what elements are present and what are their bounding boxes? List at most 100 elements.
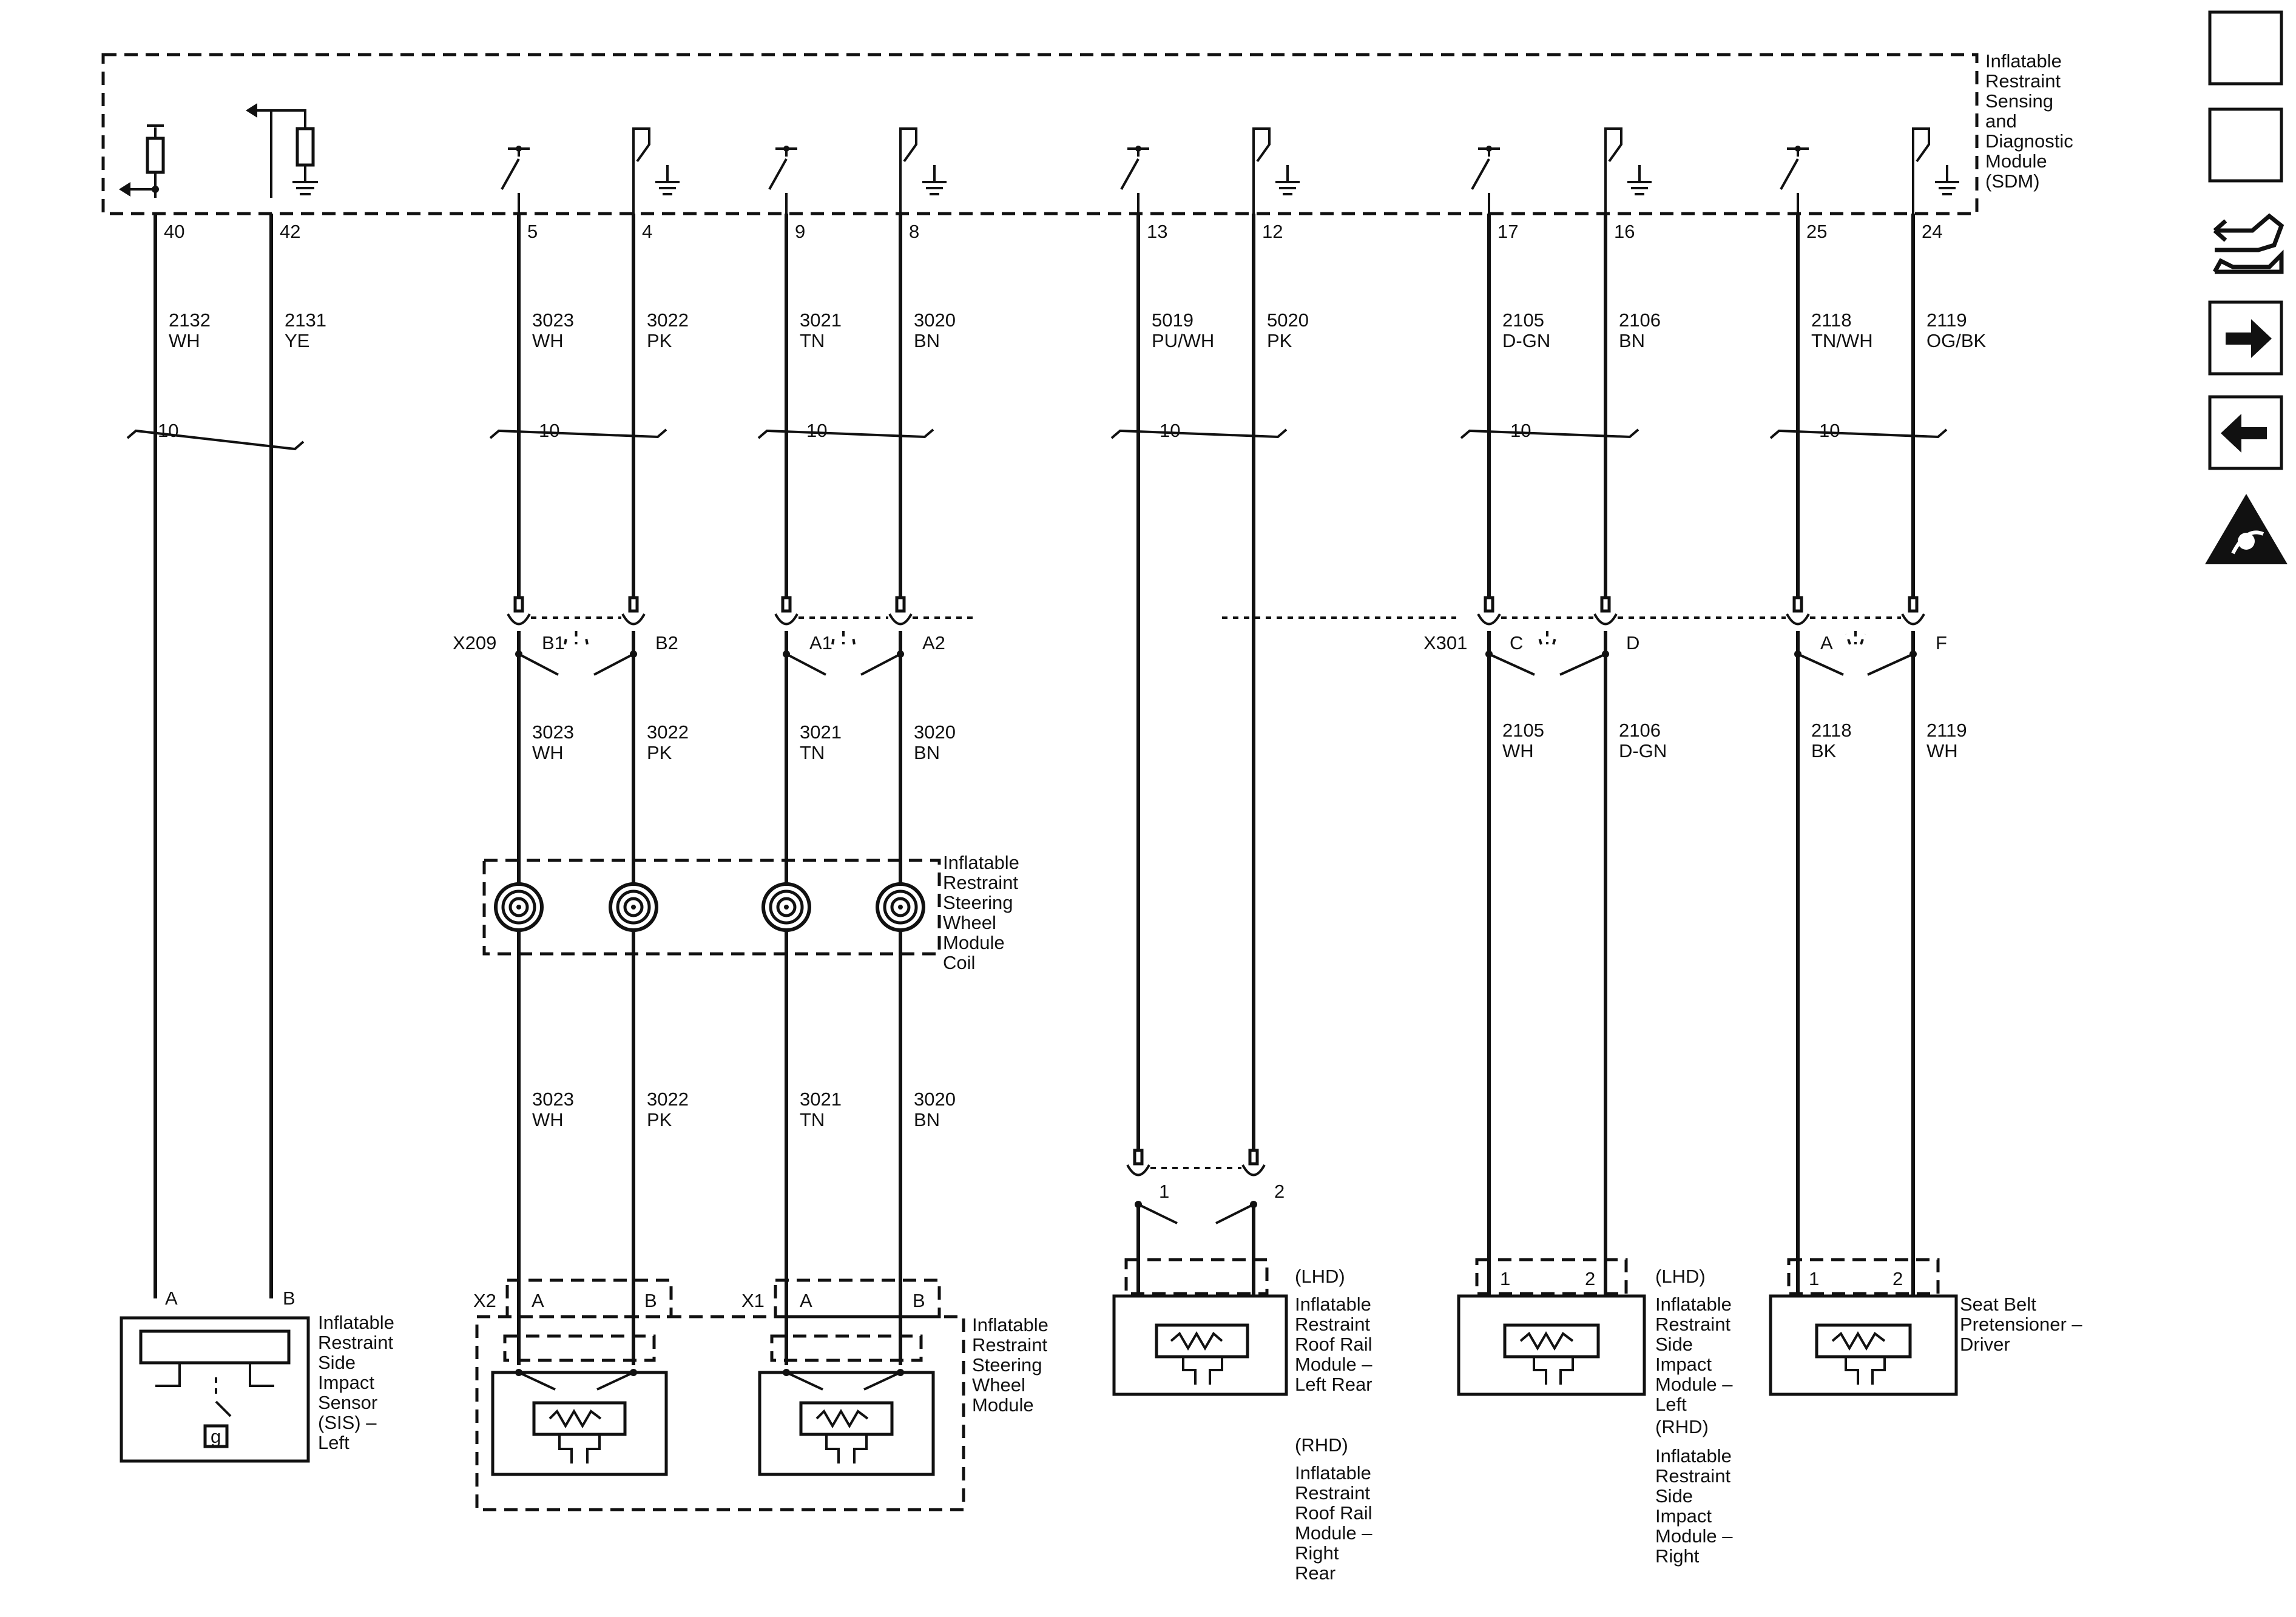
side-lhd-name-line: Module – xyxy=(1655,1374,1733,1395)
coil-name-line: Steering xyxy=(943,892,1013,913)
coil-name-line: Inflatable xyxy=(943,852,1019,873)
g-sensor-icon xyxy=(203,1424,229,1448)
connector-socket-icon xyxy=(888,613,913,626)
coil-name-line: Restraint xyxy=(943,872,1018,893)
connector-terminal xyxy=(895,596,906,613)
steering-module-name-line: Inflatable xyxy=(972,1314,1048,1335)
coil-spiral-icon xyxy=(501,890,536,925)
wire-color: WH xyxy=(532,1109,564,1130)
pin-number: 16 xyxy=(1614,221,1635,242)
module-connector xyxy=(1475,1258,1628,1295)
switch-icon xyxy=(1471,158,1490,190)
connector-body xyxy=(1559,653,1606,676)
pin-label: 1 xyxy=(1159,1181,1169,1202)
pin-label: B xyxy=(913,1290,925,1311)
resistor-icon xyxy=(295,127,315,167)
switch-icon xyxy=(768,158,788,190)
wire-color: BN xyxy=(914,1109,940,1130)
wire-color: YE xyxy=(285,330,309,351)
connector-pin-label: B2 xyxy=(655,632,678,653)
coil-spiral-icon xyxy=(516,905,521,910)
coil-spiral-icon xyxy=(898,905,903,910)
twisted-pair-marker xyxy=(1110,428,1288,439)
arrow-left-icon xyxy=(119,182,130,197)
airbag-warning-icon xyxy=(2231,530,2264,555)
connector-body xyxy=(1845,631,1866,645)
twisted-pair-marker xyxy=(489,428,667,439)
connector-body xyxy=(1215,1203,1254,1224)
arrow-left-icon xyxy=(2221,414,2267,453)
desc-button[interactable] xyxy=(2208,107,2283,183)
pin-label: A xyxy=(165,1288,178,1309)
connector-terminal xyxy=(513,596,524,613)
wire-color: TN xyxy=(800,1109,825,1130)
coil-spiral-icon xyxy=(784,905,789,910)
connector-body xyxy=(860,653,901,676)
pin-number: 8 xyxy=(909,221,919,242)
wire-color: TN xyxy=(800,742,825,763)
connector-body xyxy=(564,631,589,645)
pin-label: B xyxy=(283,1288,295,1309)
loc-button[interactable] xyxy=(2208,10,2283,86)
sdm-name-line: Module xyxy=(1985,150,2047,172)
connector-repair-icon[interactable] xyxy=(2212,213,2284,274)
twist-count: 10 xyxy=(1510,420,1531,441)
wire-color: TN/WH xyxy=(1811,330,1873,351)
sdm-name-line: and xyxy=(1985,110,2017,132)
roof-lhd-name-line: Left Rear xyxy=(1295,1374,1373,1395)
connector-socket-icon xyxy=(1786,613,1810,626)
pin-number: 42 xyxy=(280,221,300,242)
squib-leads xyxy=(1182,1357,1223,1385)
sdm-box xyxy=(101,53,1979,215)
pin-number: 9 xyxy=(795,221,805,242)
connector-socket-icon xyxy=(1477,613,1501,626)
pin-label: 2 xyxy=(1893,1268,1903,1289)
circuit-number: 3020 xyxy=(914,1089,956,1110)
connector-terminal xyxy=(1600,596,1611,613)
pretensioner-name-line: Seat Belt xyxy=(1960,1294,2036,1315)
sdm-42-arrow xyxy=(252,109,306,129)
pin-number: 25 xyxy=(1806,221,1827,242)
x1-connector xyxy=(774,1278,941,1318)
coil-box xyxy=(482,859,941,956)
wire-color: D-GN xyxy=(1502,330,1550,351)
wire-color: WH xyxy=(169,330,200,351)
pin-number: 12 xyxy=(1262,221,1283,242)
connector-body xyxy=(786,653,826,676)
wire-color: OG/BK xyxy=(1926,330,1987,351)
sis-link xyxy=(155,1363,181,1387)
switch-icon xyxy=(1252,127,1271,214)
coil-spiral-icon xyxy=(508,897,529,917)
switch-icon xyxy=(215,1400,232,1417)
side-lhd-name-line: Side xyxy=(1655,1334,1693,1355)
circuit-number: 2118 xyxy=(1811,720,1852,741)
twist-count: 10 xyxy=(1819,420,1840,441)
coil-spiral-icon xyxy=(616,890,651,925)
switch-icon xyxy=(1780,158,1799,190)
rhd-tag: (RHD) xyxy=(1295,1434,1348,1456)
wire-color: BN xyxy=(914,742,940,763)
switch-icon xyxy=(1912,127,1930,214)
wire-color: PK xyxy=(1267,330,1292,351)
junction-dot xyxy=(152,186,159,193)
twisted-pair-marker xyxy=(1769,428,1948,439)
sdm-name-line: (SDM) xyxy=(1985,170,2040,192)
twist-count: 10 xyxy=(1160,420,1180,441)
pin-number: 17 xyxy=(1497,221,1518,242)
connector-terminal xyxy=(1792,596,1803,613)
module-connector xyxy=(503,1334,656,1362)
circuit-number: 5020 xyxy=(1267,309,1309,331)
connector-pin xyxy=(630,1369,637,1376)
roof-rhd-name-line: Restraint xyxy=(1295,1482,1370,1504)
twisted-pair-marker xyxy=(126,429,305,451)
steering-module-name-line: Module xyxy=(972,1394,1034,1416)
pin-label: A xyxy=(532,1290,544,1311)
wire-color: TN xyxy=(800,330,825,351)
connector-terminal xyxy=(1484,596,1494,613)
pin-label: B xyxy=(644,1290,657,1311)
wire-color: WH xyxy=(1502,740,1534,761)
wire-color: WH xyxy=(532,742,564,763)
airbag-warning-icon[interactable] xyxy=(2205,494,2288,564)
sis-name-line: Impact xyxy=(318,1372,374,1393)
squib-resistor-icon xyxy=(815,1409,869,1428)
